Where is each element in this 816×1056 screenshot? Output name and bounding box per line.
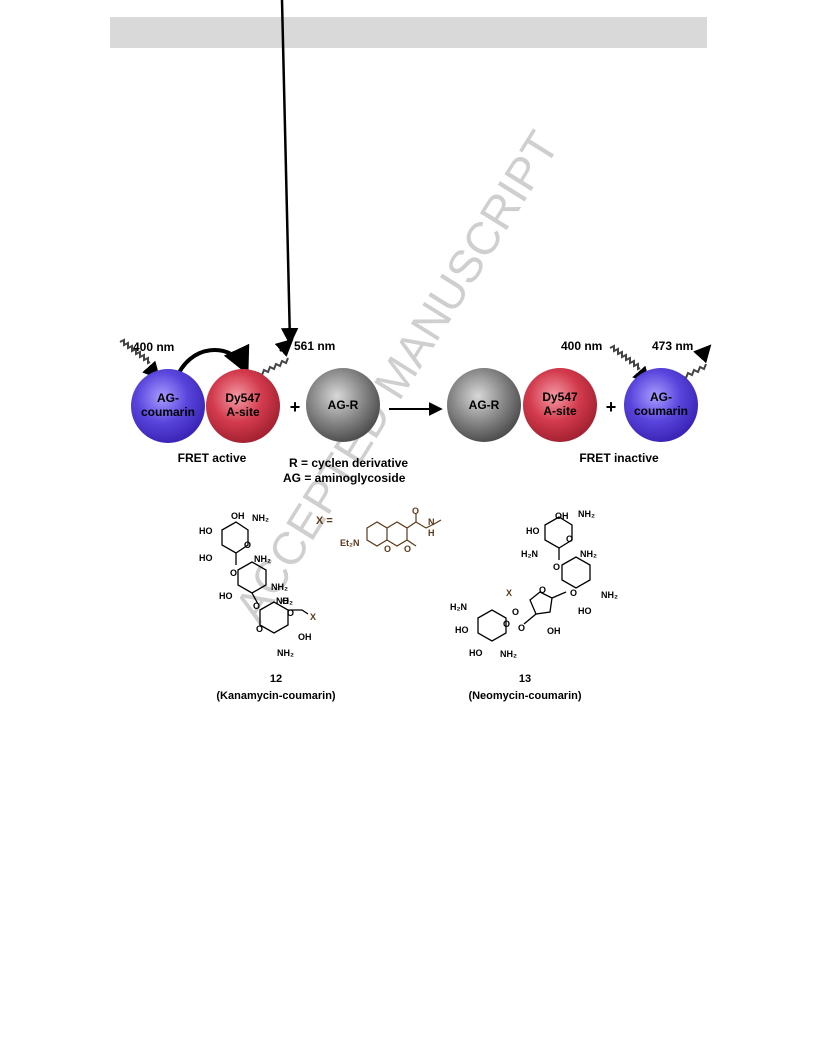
- svg-text:O: O: [570, 588, 577, 598]
- svg-text:NH₂: NH₂: [578, 509, 595, 519]
- emission-label-left: 561 nm: [294, 339, 335, 353]
- svg-text:O: O: [282, 596, 289, 606]
- svg-text:NH₂: NH₂: [277, 648, 294, 658]
- compound-13-number: 13: [519, 673, 531, 685]
- svg-text:O: O: [256, 624, 263, 634]
- competitor-sphere: [306, 368, 380, 442]
- donor-label-left-2: coumarin: [141, 405, 195, 419]
- x-o-1: O: [412, 506, 419, 516]
- svg-text:X: X: [506, 588, 512, 598]
- complex-sphere-left: [447, 368, 521, 442]
- svg-text:O: O: [539, 585, 546, 595]
- neomycin-skeleton: [477, 516, 591, 642]
- legend-line-2: AG = aminoglycoside: [283, 471, 406, 485]
- svg-text:O: O: [287, 608, 294, 618]
- donor-sphere-left: [131, 369, 205, 443]
- state-label-right: FRET inactive: [579, 451, 659, 465]
- svg-text:HO: HO: [526, 526, 540, 536]
- svg-text:NH₂: NH₂: [580, 549, 597, 559]
- donor-label-left-1: AG-: [157, 391, 179, 405]
- excitation-label-right: 400 nm: [561, 339, 602, 353]
- acceptor-label-left-2: A-site: [226, 405, 260, 419]
- svg-text:O: O: [512, 607, 519, 617]
- kanamycin-skeleton: [221, 521, 309, 634]
- x-o-2: O: [404, 544, 411, 554]
- donor-label-right-2: coumarin: [634, 404, 688, 418]
- x-o-3: O: [384, 544, 391, 554]
- svg-text:O: O: [566, 534, 573, 544]
- complex-sphere-right: [523, 368, 597, 442]
- coumarin-structure: [366, 514, 442, 547]
- svg-text:O: O: [553, 562, 560, 572]
- svg-text:O: O: [503, 619, 510, 629]
- svg-text:X: X: [310, 612, 316, 622]
- kanamycin-labels: HO OH NH₂ O HO O NH₂ O HO NH₂ O NH₂ O X …: [199, 511, 316, 658]
- header-bar: [110, 17, 707, 48]
- svg-text:HO: HO: [219, 591, 233, 601]
- svg-text:OH: OH: [231, 511, 245, 521]
- svg-text:O: O: [244, 540, 251, 550]
- plus-sign-2: +: [606, 397, 617, 417]
- x-et2n: Et₂N: [340, 538, 360, 548]
- state-label-left: FRET active: [178, 451, 247, 465]
- svg-text:NH₂: NH₂: [601, 590, 618, 600]
- competitor-label: AG-R: [328, 398, 359, 412]
- svg-text:NH₂: NH₂: [271, 582, 288, 592]
- x-n: N: [428, 517, 435, 527]
- compound-13-name: (Neomycin-coumarin): [468, 690, 581, 702]
- complex-label-right-2: A-site: [543, 404, 577, 418]
- legend-line-1: R = cyclen derivative: [289, 456, 408, 470]
- svg-text:HO: HO: [199, 526, 213, 536]
- donor-label-right-1: AG-: [650, 390, 672, 404]
- svg-text:HO: HO: [199, 553, 213, 563]
- compound-12-number: 12: [270, 673, 282, 685]
- svg-text:O: O: [253, 601, 260, 611]
- svg-text:HO: HO: [455, 625, 469, 635]
- svg-text:H₂N: H₂N: [450, 602, 467, 612]
- complex-label-right-1: Dy547: [542, 390, 578, 404]
- svg-text:O: O: [518, 623, 525, 633]
- svg-text:NH₂: NH₂: [254, 554, 271, 564]
- emission-label-right: 473 nm: [652, 339, 693, 353]
- donor-sphere-right: [624, 368, 698, 442]
- svg-text:NH₂: NH₂: [500, 649, 517, 659]
- acceptor-label-left-1: Dy547: [225, 391, 261, 405]
- energy-transfer-arrow: [174, 343, 250, 381]
- plus-sign-1: +: [290, 397, 301, 417]
- excitation-wave-right: [609, 344, 641, 371]
- neomycin-labels: OH NH₂ HO O H₂N O NH₂ O NH₂ X O HO H₂N O…: [450, 509, 618, 659]
- x-h: H: [428, 528, 435, 538]
- excitation-wave-left: [119, 338, 151, 365]
- svg-text:OH: OH: [555, 511, 569, 521]
- svg-text:OH: OH: [298, 632, 312, 642]
- svg-text:NH₂: NH₂: [252, 513, 269, 523]
- svg-text:H₂N: H₂N: [521, 549, 538, 559]
- svg-text:O: O: [230, 568, 237, 578]
- complex-label-left: AG-R: [469, 398, 500, 412]
- svg-text:NH₂: NH₂: [276, 596, 293, 606]
- svg-text:HO: HO: [469, 648, 483, 658]
- watermark: ACCEPTED MANUSCRIPT: [224, 122, 569, 631]
- x-label: X =: [316, 515, 333, 527]
- svg-text:HO: HO: [578, 606, 592, 616]
- compound-12-name: (Kanamycin-coumarin): [216, 690, 336, 702]
- excitation-label-left: 400 nm: [133, 340, 174, 354]
- acceptor-sphere-left: [206, 369, 280, 443]
- svg-text:OH: OH: [547, 626, 561, 636]
